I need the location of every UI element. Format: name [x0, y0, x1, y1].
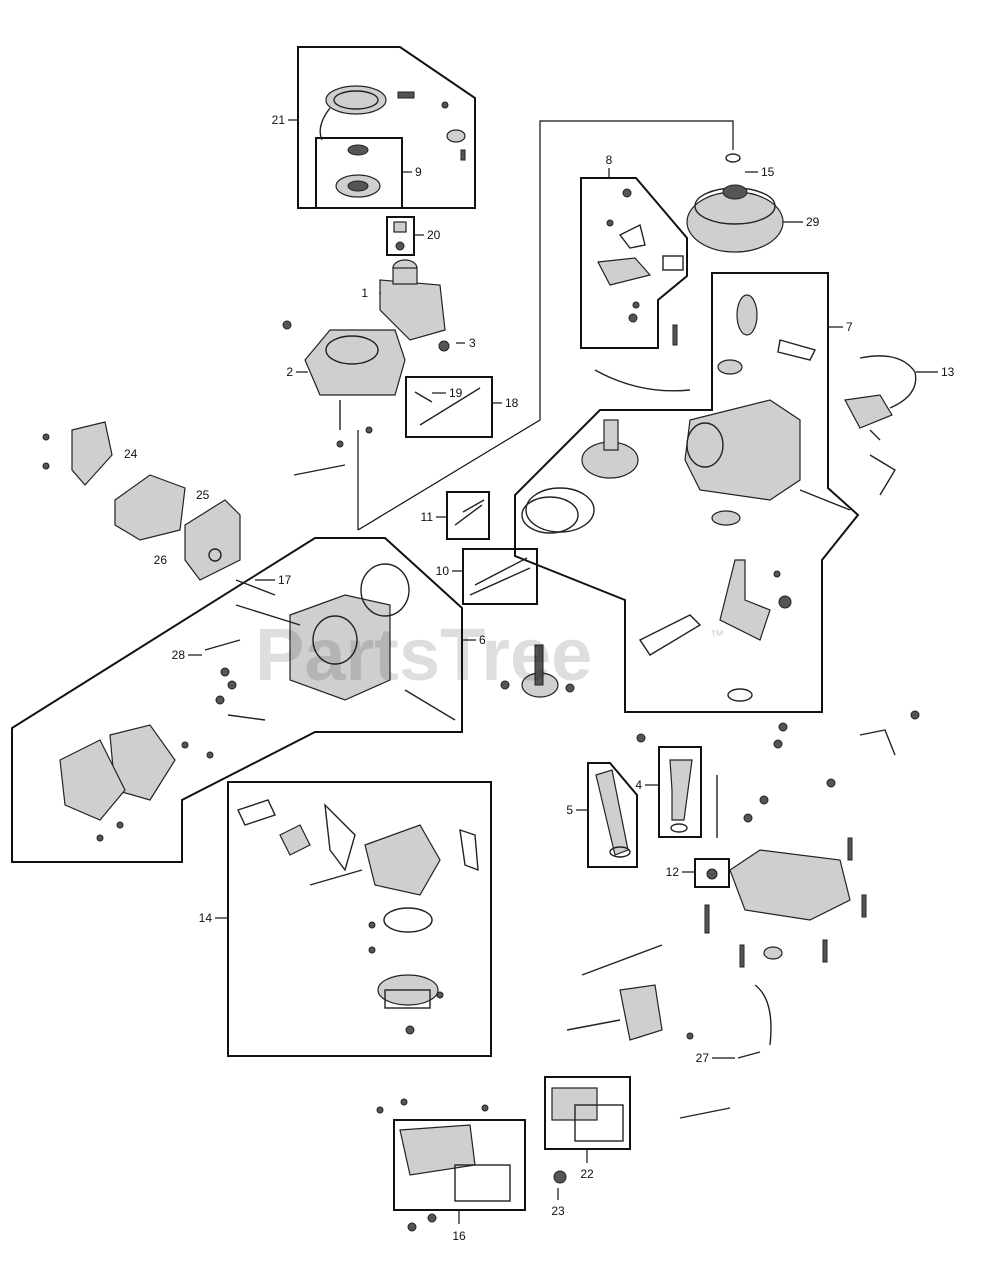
blower-housing-part: [379, 259, 446, 341]
group-box-4-connecting-rod: [658, 746, 702, 838]
group-box-20: [386, 216, 415, 256]
callout-27: 27: [696, 1051, 710, 1065]
ignition-coil-part: [844, 355, 917, 496]
callout-26: 26: [154, 553, 168, 567]
group-box-18-pin: [405, 376, 493, 438]
callout-4: 4: [635, 778, 642, 792]
short-block-engine-part: [521, 294, 851, 702]
recoil-starter-part: [319, 85, 466, 161]
pin-part: [419, 387, 481, 426]
crankcase-cover-part: [704, 710, 920, 968]
callout-9: 9: [415, 165, 422, 179]
callout-28: 28: [172, 648, 186, 662]
group-box-8-bracket: [580, 177, 688, 349]
callout-10: 10: [436, 564, 450, 578]
group-box-12: [694, 858, 730, 888]
group-box-7-short-block: [514, 272, 860, 713]
callout-21: 21: [272, 113, 286, 127]
air-cleaner-part: [376, 1098, 511, 1232]
group-box-6-cylinder-head: [11, 537, 463, 863]
callout-14: 14: [199, 911, 213, 925]
callout-19: 19: [449, 386, 463, 400]
air-filter-part: [551, 1087, 624, 1142]
callout-16: 16: [452, 1229, 466, 1243]
callout-23: 23: [551, 1204, 565, 1218]
callout-24: 24: [124, 447, 138, 461]
group-box-14-carburetor: [227, 781, 492, 1057]
callout-12: 12: [666, 865, 680, 879]
callout-17: 17: [278, 573, 292, 587]
pulley-part: [335, 144, 381, 198]
cylinder-head-part: [59, 563, 456, 842]
flywheel-part: [686, 153, 784, 253]
callout-20: 20: [427, 228, 441, 242]
callout-5: 5: [566, 803, 573, 817]
bracket-part: [594, 188, 691, 392]
callout-29: 29: [806, 215, 820, 229]
callout-22: 22: [580, 1167, 594, 1181]
callout-2: 2: [286, 365, 293, 379]
callout-1: 1: [361, 286, 368, 300]
leader-lines: [170, 119, 938, 1224]
callout-18: 18: [505, 396, 519, 410]
group-box-11: [446, 491, 490, 540]
cylinder-shroud-part: [282, 320, 450, 476]
callout-15: 15: [761, 165, 775, 179]
carburetor-part: [237, 799, 479, 1035]
group-box-10: [462, 548, 538, 605]
callout-11: 11: [421, 510, 434, 524]
connecting-rod-part: [595, 722, 788, 858]
group-box-9-pulley: [315, 137, 403, 209]
parts-11-10: [454, 499, 531, 596]
callout-3: 3: [469, 336, 476, 350]
connector-line-flywheel: [357, 120, 734, 531]
pin-19-part: [414, 391, 433, 403]
callout-7: 7: [846, 320, 853, 334]
camshaft-gear-part: [500, 644, 575, 698]
callout-13: 13: [941, 365, 955, 379]
governor-part: [706, 868, 718, 880]
watermark-brand: PartsTree: [255, 613, 592, 696]
group-box-5: [587, 762, 638, 868]
callout-25: 25: [196, 488, 210, 502]
watermark-trademark: ™: [710, 627, 724, 643]
part-20: [393, 221, 407, 251]
governor-linkage-part: [553, 944, 772, 1184]
side-covers-part: [42, 421, 241, 581]
group-box-21-recoil-starter: [297, 46, 476, 209]
callout-8: 8: [606, 153, 613, 167]
callout-6: 6: [479, 633, 486, 647]
